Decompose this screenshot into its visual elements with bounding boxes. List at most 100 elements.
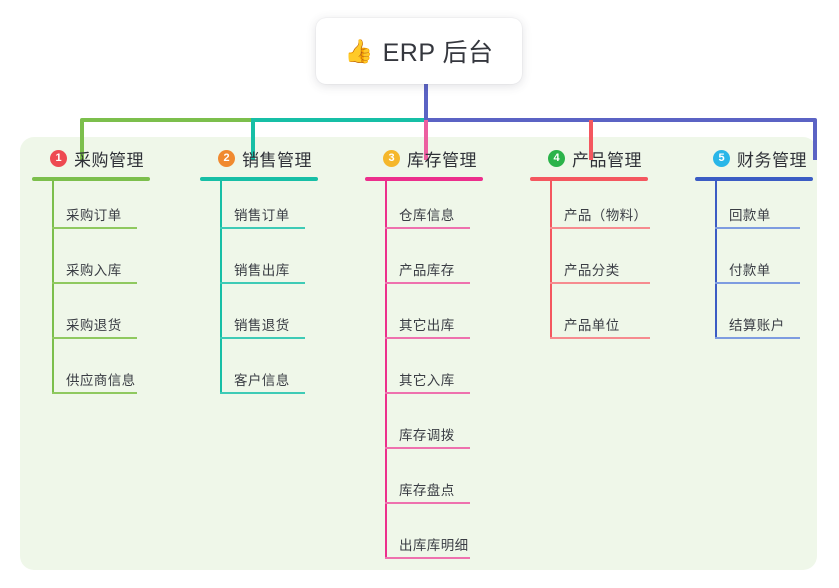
drop-connector-4 xyxy=(589,120,593,160)
branch-item-rule xyxy=(715,227,800,229)
branch-spine xyxy=(550,181,552,339)
branch-item[interactable]: 供应商信息 xyxy=(32,346,182,401)
branch-header-rule xyxy=(530,177,648,181)
branch-number-badge: 3 xyxy=(383,149,400,167)
connector-segment-teal xyxy=(251,118,424,122)
root-node[interactable]: 👍 ERP 后台 xyxy=(316,18,522,84)
branch-item-rule xyxy=(52,227,137,229)
branch-item-label: 产品（物料） xyxy=(564,208,648,223)
branch-item[interactable]: 仓库信息 xyxy=(365,181,515,236)
root-title-wrap: 👍 ERP 后台 xyxy=(344,33,493,69)
branch-item-label: 采购退货 xyxy=(66,318,122,333)
branch-item-list: 产品（物料） 产品分类产品单位 xyxy=(530,181,680,346)
branch-item-rule xyxy=(220,227,305,229)
branch-header-3[interactable]: 3 库存管理 xyxy=(365,146,515,170)
branch-item-rule xyxy=(385,557,470,559)
drop-connector-5 xyxy=(813,120,817,160)
branch-item[interactable]: 采购入库 xyxy=(32,236,182,291)
branch-item-label: 销售退货 xyxy=(234,318,290,333)
root-stem-connector xyxy=(424,84,428,120)
branch-item-label: 回款单 xyxy=(729,208,771,223)
branch-item[interactable]: 销售退货 xyxy=(200,291,350,346)
branch-item[interactable]: 库存盘点 xyxy=(365,456,515,511)
connector-segment-indigo xyxy=(424,118,817,122)
branch-item[interactable]: 客户信息 xyxy=(200,346,350,401)
branch-item-rule xyxy=(220,282,305,284)
branch-item-rule xyxy=(715,282,800,284)
branch-item-label: 产品库存 xyxy=(399,263,455,278)
branch-title: 采购管理 xyxy=(74,150,144,170)
branch-item-rule xyxy=(385,502,470,504)
branch-header-5[interactable]: 5 财务管理 xyxy=(695,146,825,170)
branch-item-rule xyxy=(550,227,650,229)
branch-item-label: 仓库信息 xyxy=(399,208,455,223)
drop-connector-3 xyxy=(424,120,428,160)
branch-title: 销售管理 xyxy=(242,150,312,170)
branch-column-1: 1 采购管理采购订单采购入库采购退货供应商信息 xyxy=(32,146,182,401)
branch-spine xyxy=(52,181,54,394)
branch-item-label: 结算账户 xyxy=(729,318,785,333)
branch-header-rule xyxy=(32,177,150,181)
branch-item-rule xyxy=(550,282,650,284)
drop-connector-1 xyxy=(80,120,84,160)
branch-item[interactable]: 其它出库 xyxy=(365,291,515,346)
branch-spine xyxy=(220,181,222,394)
branch-number-badge: 2 xyxy=(218,149,235,167)
branch-item-label: 销售订单 xyxy=(234,208,290,223)
branch-item-label: 采购订单 xyxy=(66,208,122,223)
branch-header-2[interactable]: 2 销售管理 xyxy=(200,146,350,170)
branch-item[interactable]: 库存调拨 xyxy=(365,401,515,456)
branches-panel xyxy=(20,137,817,570)
branch-item-label: 产品单位 xyxy=(564,318,620,333)
branch-header-1[interactable]: 1 采购管理 xyxy=(32,146,182,170)
branch-item[interactable]: 产品单位 xyxy=(530,291,680,346)
branch-item[interactable]: 出库库明细 xyxy=(365,511,515,566)
branch-number-badge: 5 xyxy=(713,149,730,167)
branch-item[interactable]: 采购退货 xyxy=(32,291,182,346)
branch-item[interactable]: 销售出库 xyxy=(200,236,350,291)
branch-item[interactable]: 结算账户 xyxy=(695,291,825,346)
branch-item-rule xyxy=(385,337,470,339)
branch-item[interactable]: 产品（物料） xyxy=(530,181,680,236)
branch-item[interactable]: 产品库存 xyxy=(365,236,515,291)
branch-item-label: 其它入库 xyxy=(399,373,455,388)
branch-item-label: 库存调拨 xyxy=(399,428,455,443)
branch-item[interactable]: 其它入库 xyxy=(365,346,515,401)
branch-item-label: 出库库明细 xyxy=(399,538,469,553)
branch-header-rule xyxy=(200,177,318,181)
branch-header-rule xyxy=(695,177,813,181)
branch-item-list: 销售订单销售出库销售退货客户信息 xyxy=(200,181,350,401)
page-title: ERP 后台 xyxy=(382,39,494,67)
branch-item-label: 库存盘点 xyxy=(399,483,455,498)
thumbs-up-icon: 👍 xyxy=(344,37,374,64)
branch-item-rule xyxy=(385,282,470,284)
branch-item-list: 仓库信息产品库存其它出库其它入库库存调拨库存盘点出库库明细 xyxy=(365,181,515,566)
branch-item-label: 采购入库 xyxy=(66,263,122,278)
branch-item-rule xyxy=(220,392,305,394)
branch-title: 产品管理 xyxy=(572,150,642,170)
connector-segment-green xyxy=(80,118,251,122)
branch-item-label: 其它出库 xyxy=(399,318,455,333)
branch-item-rule xyxy=(52,282,137,284)
branch-item-rule xyxy=(52,337,137,339)
branch-spine xyxy=(385,181,387,559)
branch-column-5: 5 财务管理回款单付款单结算账户 xyxy=(695,146,825,346)
branch-column-2: 2 销售管理销售订单销售出库销售退货客户信息 xyxy=(200,146,350,401)
branch-column-3: 3 库存管理仓库信息产品库存其它出库其它入库库存调拨库存盘点出库库明细 xyxy=(365,146,515,566)
branch-item[interactable]: 付款单 xyxy=(695,236,825,291)
branch-item[interactable]: 采购订单 xyxy=(32,181,182,236)
branch-item-rule xyxy=(52,392,137,394)
branch-title: 库存管理 xyxy=(407,150,477,170)
branch-item-rule xyxy=(550,337,650,339)
branch-item-label: 供应商信息 xyxy=(66,373,136,388)
branch-item[interactable]: 销售订单 xyxy=(200,181,350,236)
branch-column-4: 4 产品管理产品（物料） 产品分类产品单位 xyxy=(530,146,680,346)
branch-item[interactable]: 回款单 xyxy=(695,181,825,236)
branch-title: 财务管理 xyxy=(737,150,807,170)
branch-item-label: 付款单 xyxy=(729,263,771,278)
branch-header-4[interactable]: 4 产品管理 xyxy=(530,146,680,170)
branch-number-badge: 1 xyxy=(50,149,67,167)
branch-item[interactable]: 产品分类 xyxy=(530,236,680,291)
branch-number-badge: 4 xyxy=(548,149,565,167)
branch-item-list: 采购订单采购入库采购退货供应商信息 xyxy=(32,181,182,401)
